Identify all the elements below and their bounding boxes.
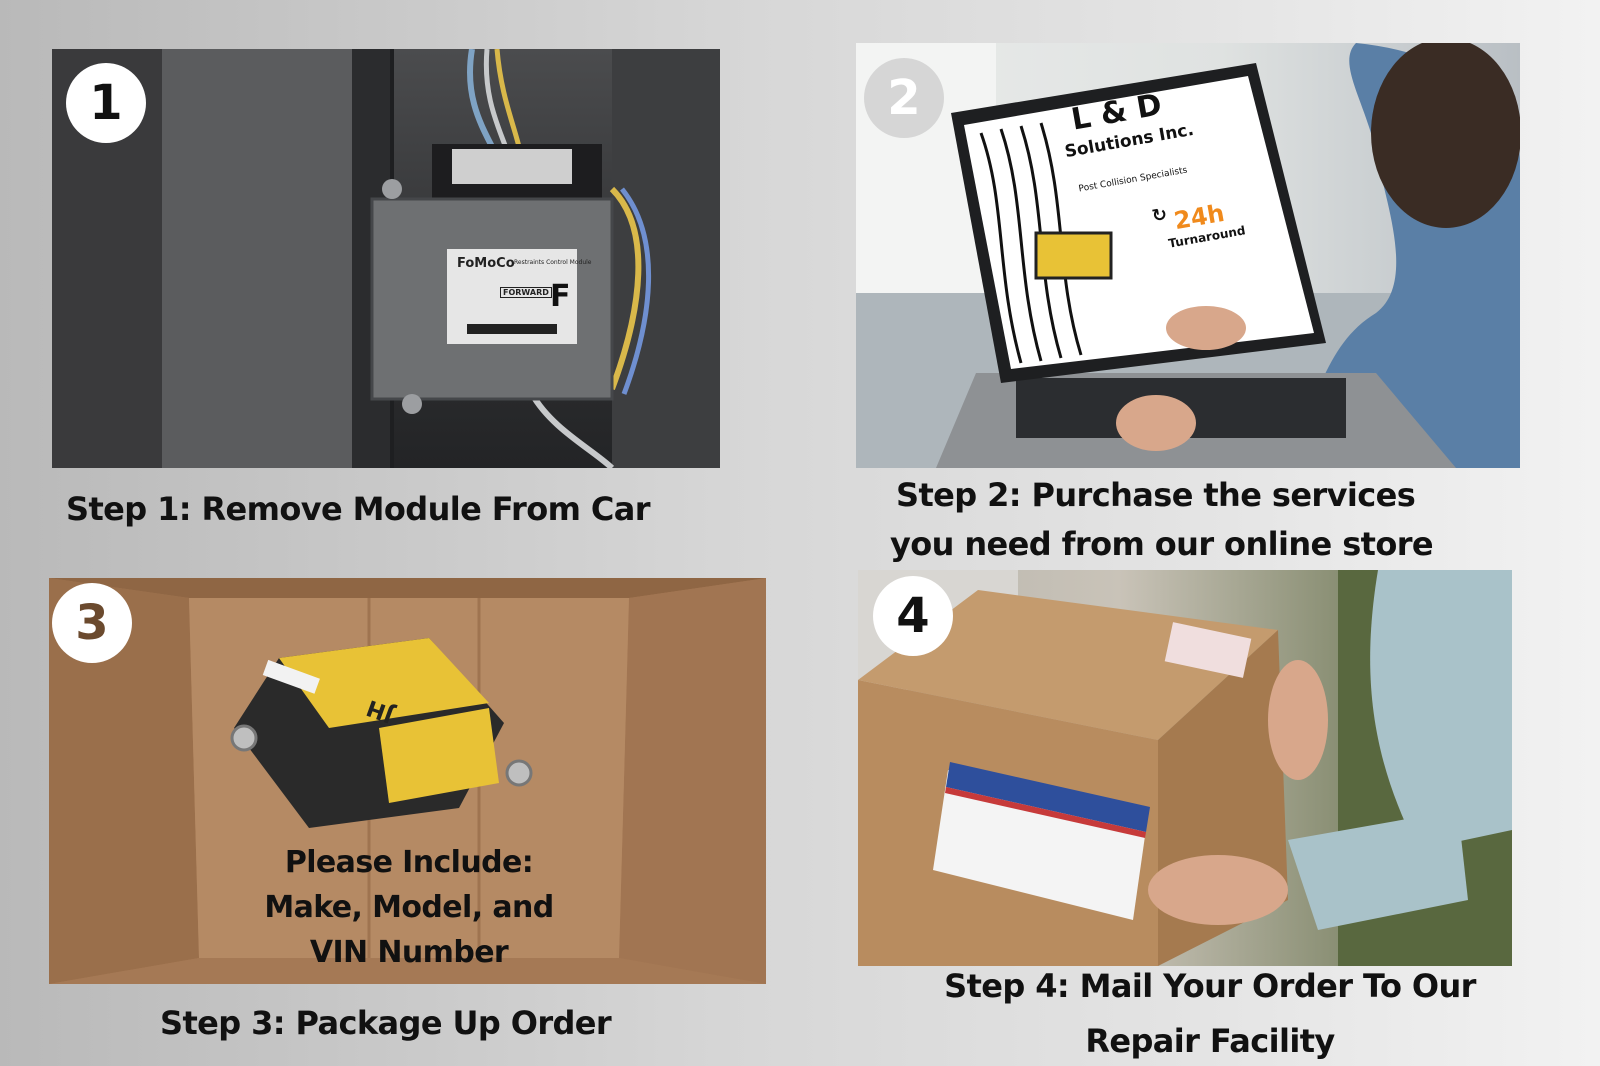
module-forward-label: FORWARD [500,287,552,298]
laptop-illustration [856,43,1520,468]
include-note-line: VIN Number [309,935,509,970]
include-note-line: Make, Model, and [264,890,554,925]
step-4-badge: 4 [873,576,953,656]
step-1-badge: 1 [66,63,146,143]
step-3-caption: Step 3: Package Up Order [160,1004,612,1042]
step-4-caption-line-1: Step 4: Mail Your Order To Our [944,967,1476,1005]
step-2-photo: 2 L & D Solutions Inc. Post Collision Sp… [856,43,1520,468]
module-title-label: Restraints Control Module [514,259,592,266]
step-2-caption-line-1: Step 2: Purchase the services [896,476,1416,514]
step-4-caption-line-2: Repair Facility [1085,1022,1335,1060]
include-note: Please Include: Make, Model, and VIN Num… [239,840,579,975]
car-interior-illustration [52,49,720,468]
step-3-badge: 3 [52,583,132,663]
step-3-photo: 3 JH Please Include: Make, Model, and VI… [49,578,766,984]
step-2-badge: 2 [864,58,944,138]
module-brand-label: FoMoCo [457,256,515,271]
cardboard-box-illustration [49,578,766,984]
include-note-line: Please Include: [284,845,534,880]
step-2-caption-line-2: you need from our online store [890,525,1434,563]
step-4-photo: 4 [858,570,1512,966]
step-1-photo: 1 FoMoCo Restraints Control Module FORWA… [52,49,720,468]
package-delivery-illustration [858,570,1512,966]
step-1-caption: Step 1: Remove Module From Car [66,490,651,528]
module-letter-label: F [550,279,571,314]
